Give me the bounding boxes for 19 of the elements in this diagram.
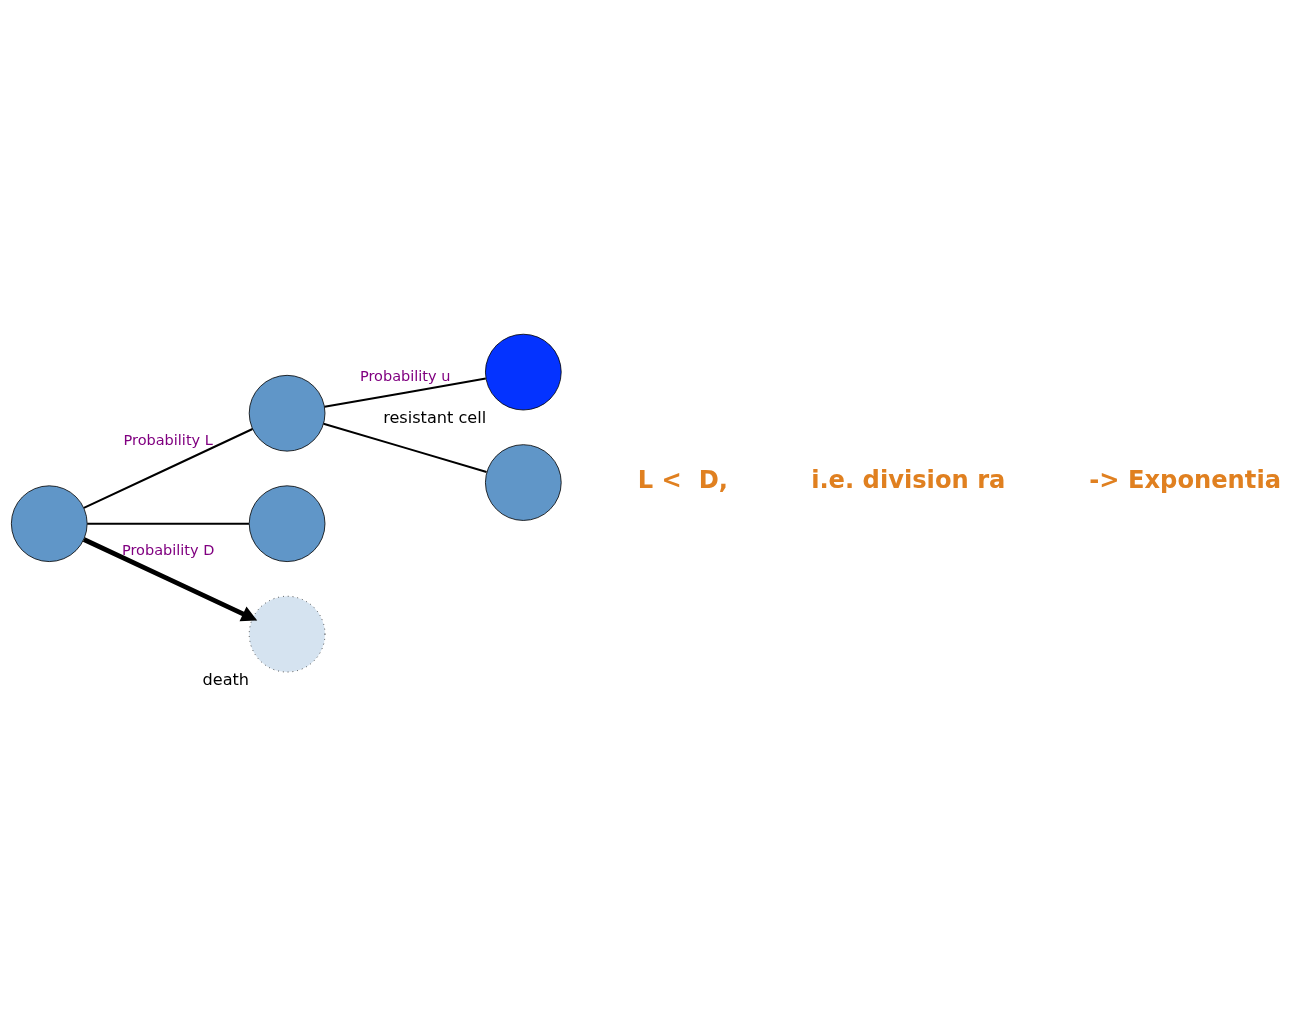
- node-circle: [10, 485, 88, 562]
- node-circle: [248, 485, 326, 562]
- node-label: resistant cell: [383, 407, 487, 427]
- label: -> Exponentia: [1089, 465, 1281, 494]
- node-circle: [485, 444, 562, 521]
- edge-label: Probability L: [123, 432, 213, 448]
- arrow: [82, 537, 258, 622]
- label: L < D,: [637, 465, 728, 494]
- connector: [83, 428, 253, 509]
- node-circle: [248, 595, 326, 673]
- node-circle: [485, 333, 562, 411]
- connector: [324, 377, 486, 408]
- node-label: death: [202, 669, 250, 689]
- node-circle: [248, 374, 326, 452]
- edge-label: Probability u: [359, 368, 451, 385]
- label: i.e. division ra: [811, 465, 1006, 494]
- edge-label: Probability D: [121, 541, 215, 558]
- connector: [87, 522, 249, 525]
- connector: [323, 422, 487, 473]
